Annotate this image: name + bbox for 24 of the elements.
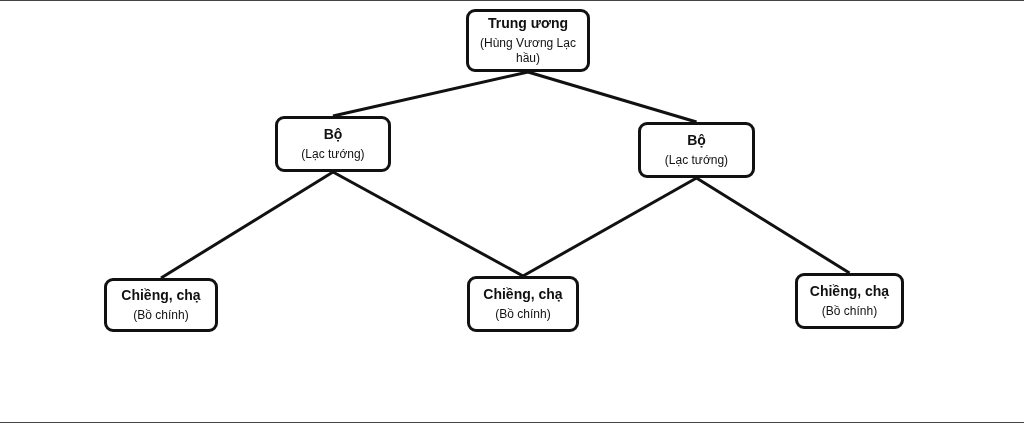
box-heading: Chiềng, chạ bbox=[483, 286, 563, 303]
connector-line bbox=[332, 70, 529, 118]
hierarchy-box bbox=[104, 278, 218, 332]
box-subtitle: (Bồ chính) bbox=[133, 307, 189, 323]
connector-line bbox=[332, 170, 524, 278]
connector-line bbox=[527, 70, 697, 124]
box-heading: Bộ bbox=[323, 126, 343, 143]
box-subtitle: (Bồ chính) bbox=[821, 303, 878, 319]
hierarchy-box bbox=[275, 116, 391, 172]
box-subtitle: (Lạc tướng) bbox=[301, 146, 365, 162]
hierarchy-box bbox=[467, 276, 579, 332]
box-subtitle: (Hùng Vương Lạc hầu) bbox=[479, 35, 577, 66]
connector-line bbox=[522, 176, 698, 278]
box-heading: Chiềng, chạ bbox=[809, 283, 890, 300]
hierarchy-box bbox=[795, 273, 904, 329]
box-heading: Chiềng, chạ bbox=[121, 287, 201, 304]
connector-line bbox=[160, 170, 334, 280]
connector-line bbox=[695, 176, 851, 275]
box-heading: Trung ương bbox=[488, 15, 568, 32]
box-heading: Bộ bbox=[687, 132, 706, 149]
box-subtitle: (Bồ chính) bbox=[495, 306, 551, 322]
hierarchy-box bbox=[466, 9, 590, 72]
box-subtitle: (Lạc tướng) bbox=[664, 152, 729, 168]
hierarchy-box bbox=[638, 122, 755, 178]
